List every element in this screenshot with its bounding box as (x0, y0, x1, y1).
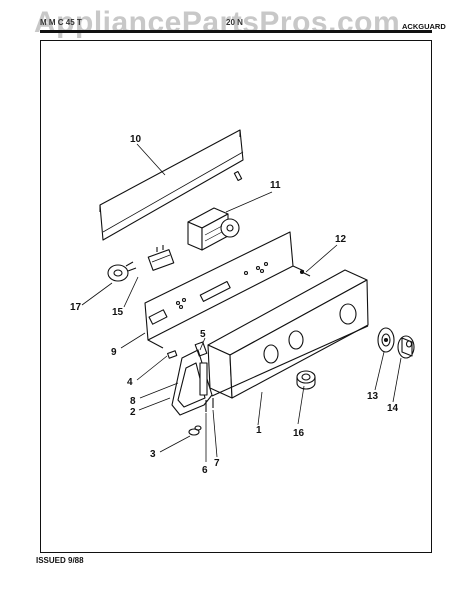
callout-10: 10 (130, 134, 142, 145)
screw-12 (299, 269, 311, 277)
rear-guard-panel (99, 129, 244, 241)
callout-6: 6 (202, 465, 208, 476)
callout-11: 11 (270, 180, 281, 191)
timer-part (187, 207, 240, 251)
callout-8: 8 (130, 396, 136, 407)
issued-date: ISSUED 9/88 (36, 556, 84, 565)
callout-1: 1 (256, 425, 262, 436)
leader-lines (81, 143, 402, 462)
callout-13: 13 (367, 391, 379, 402)
control-panel (207, 269, 369, 399)
callout-14: 14 (387, 403, 399, 414)
watermark: AppliancePartsPros.com (34, 6, 401, 39)
end-cap-assembly (171, 341, 213, 416)
clip-4 (167, 350, 178, 359)
callout-16: 16 (293, 428, 305, 439)
spring-clip-3 (188, 425, 202, 436)
callout-15: 15 (112, 307, 124, 318)
callout-12: 12 (335, 234, 347, 245)
header-section-title: ACKGUARD (402, 22, 446, 31)
switch-part (147, 245, 175, 271)
diagram-frame (40, 40, 432, 553)
callout-5: 5 (200, 329, 206, 340)
header-model-text: M M C 45 T (40, 18, 82, 27)
callout-9: 9 (111, 347, 117, 358)
callout-3: 3 (150, 449, 156, 460)
dial-ring-13 (377, 327, 395, 353)
header-mid-text: 20 N (226, 18, 243, 27)
timer-knob-14 (397, 335, 415, 359)
callout-7: 7 (214, 458, 220, 469)
callout-17: 17 (70, 302, 82, 313)
header-rule (40, 30, 432, 33)
callout-4: 4 (127, 377, 133, 388)
knob-16 (296, 370, 316, 390)
callout-2: 2 (130, 407, 136, 418)
round-switch-part (107, 261, 137, 282)
screws-6-7 (205, 398, 214, 412)
